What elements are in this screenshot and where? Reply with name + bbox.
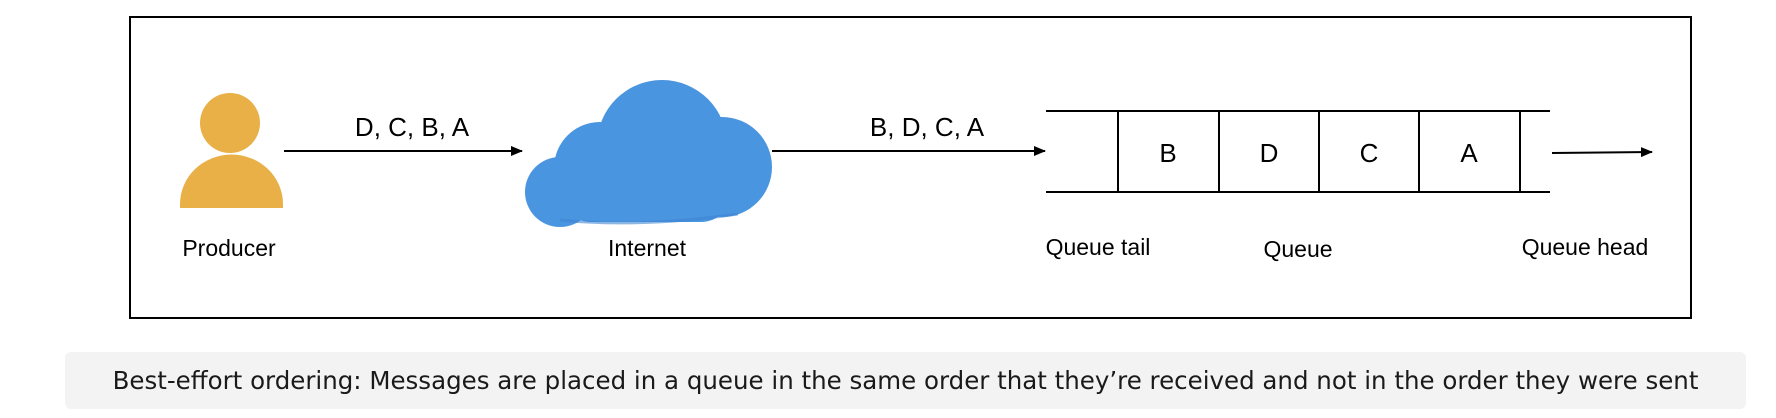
queue-cell: D — [1260, 138, 1279, 168]
queue-cell: C — [1360, 138, 1379, 168]
person-head — [200, 93, 260, 153]
sent-order-label: D, C, B, A — [355, 112, 470, 142]
queue-tail-label: Queue tail — [1046, 234, 1151, 260]
caption-box: Best-effort ordering: Messages are place… — [65, 352, 1746, 409]
queue: B D C A — [1046, 110, 1550, 193]
person-icon — [180, 93, 283, 208]
cloud-icon — [525, 80, 772, 227]
queue-cell: B — [1159, 138, 1176, 168]
producer-label: Producer — [182, 235, 276, 261]
caption-text: Best-effort ordering: Messages are place… — [112, 366, 1699, 395]
person-body — [180, 154, 283, 208]
queue-cell: A — [1460, 138, 1478, 168]
received-order-label: B, D, C, A — [870, 112, 985, 142]
queue-label: Queue — [1263, 236, 1332, 262]
queue-head-label: Queue head — [1522, 234, 1649, 260]
dequeue-arrow — [1551, 147, 1653, 158]
internet-label: Internet — [608, 235, 687, 261]
diagram: Producer D, C, B, A Internet B, D, C, A … — [129, 16, 1692, 319]
diagram-frame — [129, 16, 1692, 319]
